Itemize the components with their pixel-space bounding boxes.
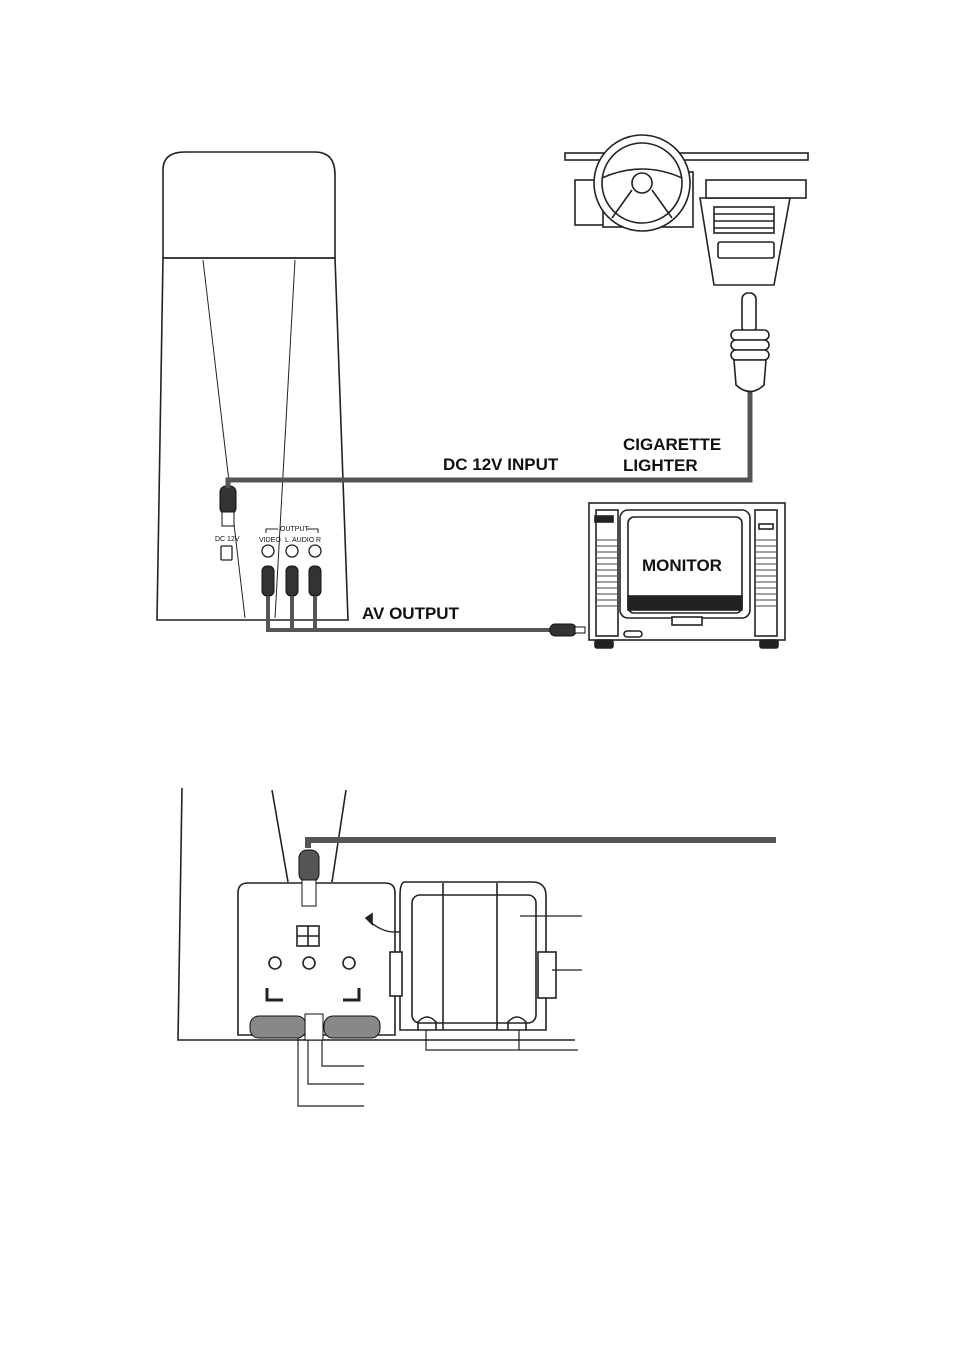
cigarette-label-line1: CIGARETTE — [623, 435, 721, 454]
cigarette-plug-icon — [730, 292, 770, 393]
panel-audio-label: AUDIO — [292, 537, 315, 544]
monitor-grille — [597, 539, 776, 607]
dc-cable — [225, 390, 753, 488]
panel-video-label: VIDEO — [259, 537, 281, 544]
panel-l-label: L — [285, 537, 289, 544]
panel-dc12v-label: DC 12V — [215, 536, 240, 543]
monitor-label: MONITOR — [642, 556, 722, 575]
av-output-label: AV OUTPUT — [362, 604, 460, 623]
car-dashboard-icon — [564, 134, 809, 286]
detail-diagram — [177, 787, 582, 1107]
panel-output-label: OUTPUT — [280, 526, 310, 533]
dc-plug-icon — [219, 485, 237, 527]
detail-cable — [298, 837, 776, 907]
monitor-icon — [588, 502, 786, 649]
audio-l-jack-icon — [285, 544, 299, 558]
panel-r-label: R — [316, 537, 321, 544]
dc-input-label: DC 12V INPUT — [443, 455, 559, 474]
rca-plugs-icon — [261, 565, 322, 597]
cigarette-label-line2: LIGHTER — [623, 456, 698, 475]
rear-panel: DC 12V OUTPUT VIDEO L AUDIO R — [215, 526, 322, 561]
av-plug-icon — [549, 623, 586, 637]
dc-jack-icon — [220, 545, 233, 561]
video-jack-icon — [261, 544, 275, 558]
audio-r-jack-icon — [308, 544, 322, 558]
tower-unit — [156, 151, 349, 621]
detail-rca-plugs-icon — [249, 1013, 381, 1041]
av-cable — [266, 596, 552, 632]
